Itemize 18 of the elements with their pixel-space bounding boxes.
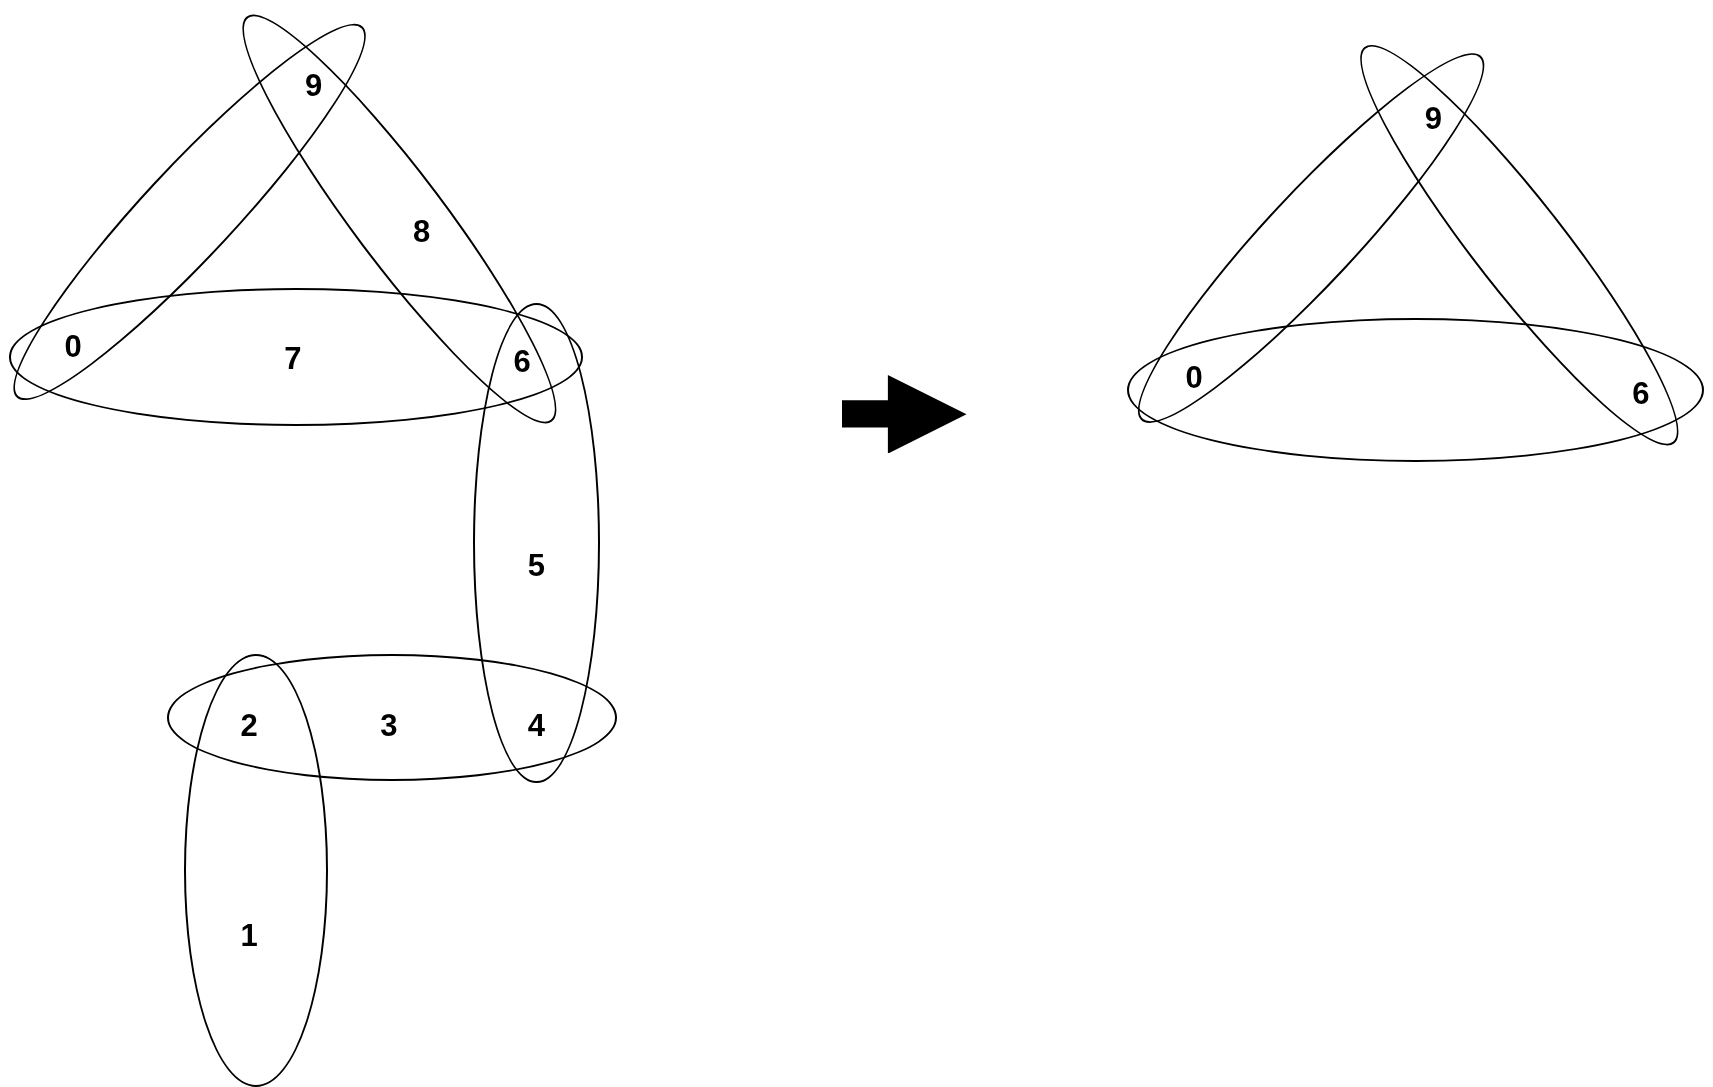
vertex-number: 7: [284, 342, 302, 374]
vertex-number: 4: [527, 709, 545, 741]
vertex-number: 2: [240, 709, 258, 741]
vertex-number: 1: [240, 919, 258, 951]
ellipse-outline: [473, 302, 600, 784]
vertex-number: 0: [1185, 361, 1203, 393]
vertex-number: 6: [513, 345, 531, 376]
vertex-number: 8: [413, 215, 431, 246]
ellipse-outline: [8, 288, 584, 427]
vertex-number: 0: [64, 330, 82, 362]
vertex-number: 6: [1632, 377, 1650, 409]
ellipse-outline: [1127, 317, 1705, 463]
vertex-number: 9: [1424, 102, 1442, 134]
ellipse-outline: [167, 654, 618, 782]
vertex-number: 3: [380, 709, 398, 741]
vertex-number: 5: [527, 549, 545, 581]
ellipse-outline: [183, 654, 328, 1087]
vertex-number: 9: [304, 69, 323, 101]
